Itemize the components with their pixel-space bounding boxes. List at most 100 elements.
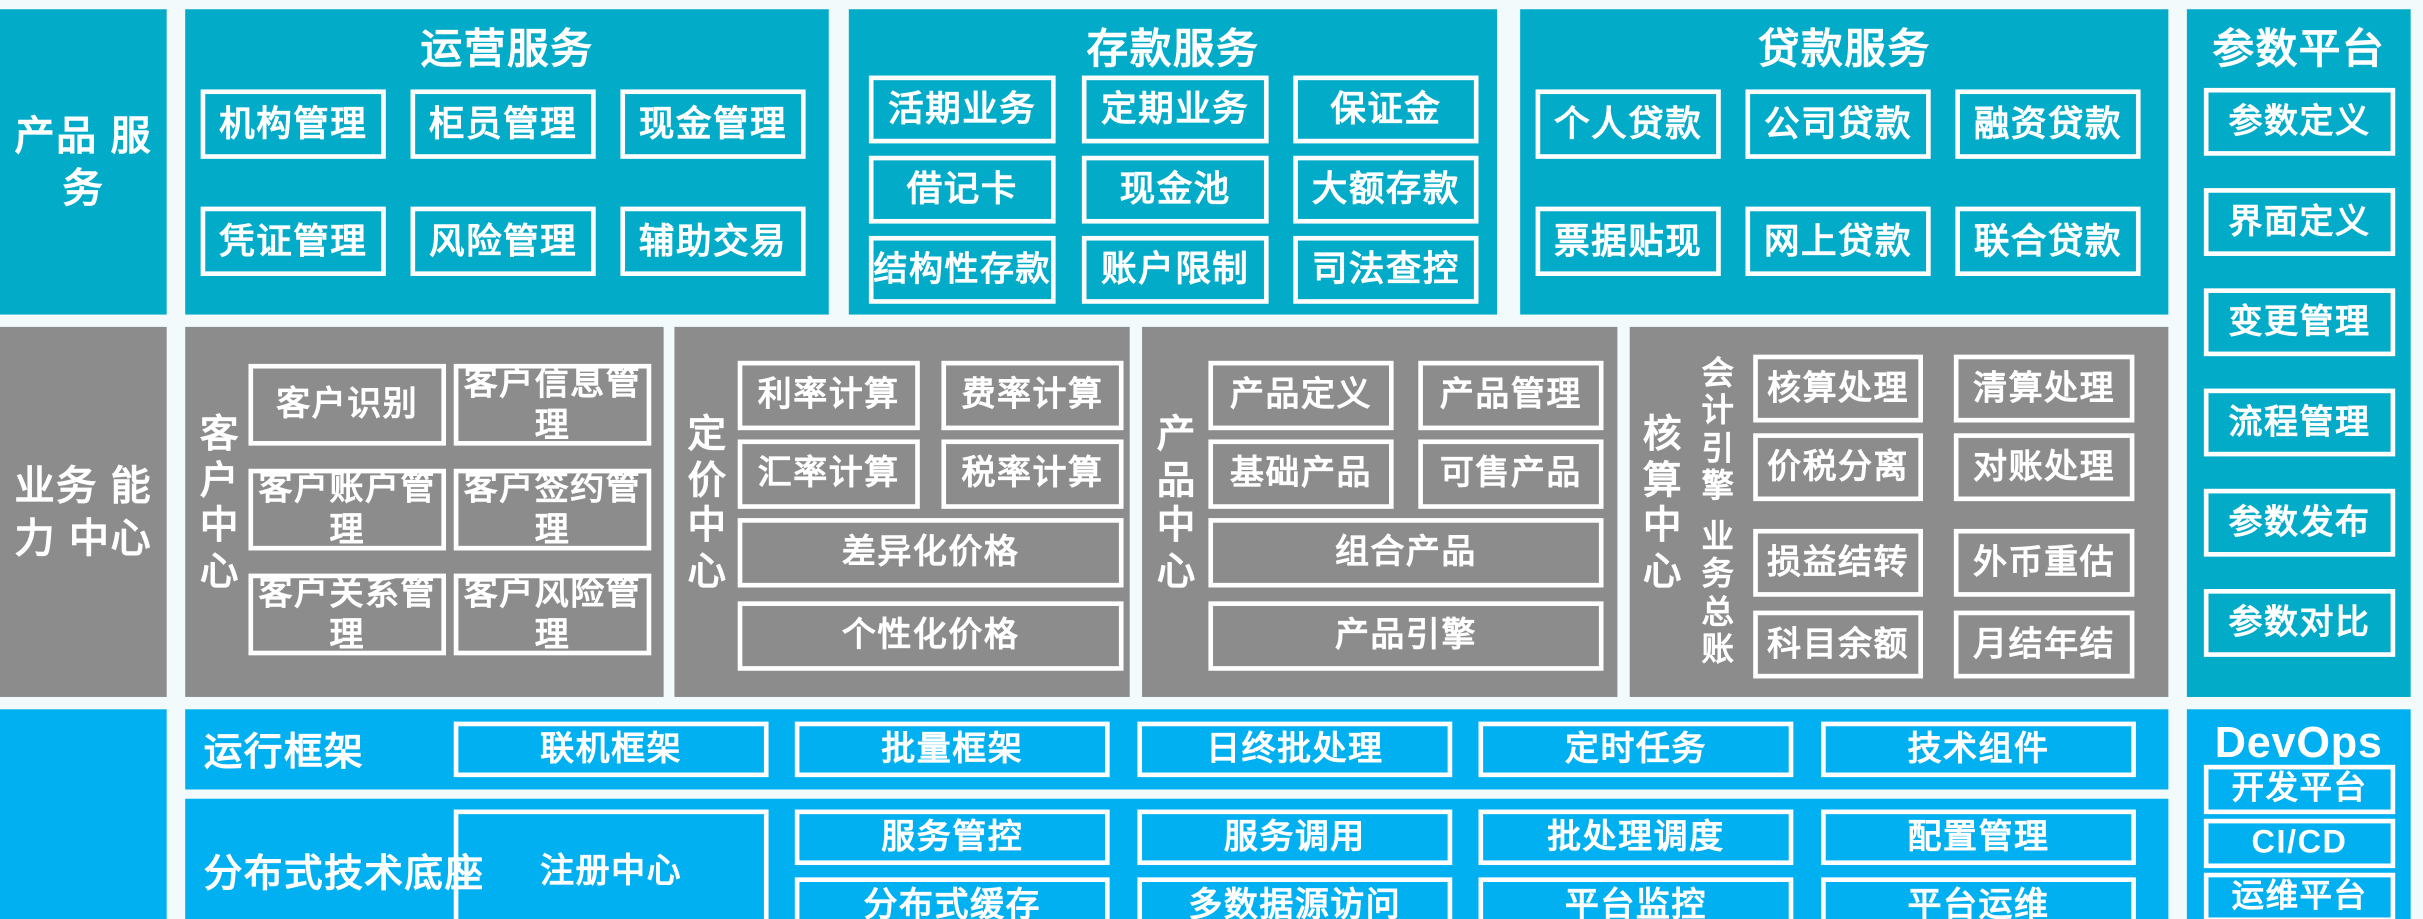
- module-box[interactable]: 客户风险管理: [453, 573, 652, 656]
- module-box[interactable]: 组合产品: [1208, 518, 1604, 588]
- vlabel-char: 中: [687, 504, 727, 548]
- module-box[interactable]: 参数对比: [2203, 589, 2396, 657]
- module-box[interactable]: 票据贴现: [1535, 206, 1721, 277]
- layer-stub-business-capability: 业务 能力 中心: [0, 326, 167, 697]
- module-box[interactable]: 变更管理: [2203, 288, 2396, 357]
- module-box[interactable]: 流程管理: [2203, 388, 2396, 457]
- module-box[interactable]: 定时任务: [1478, 721, 1794, 778]
- group-title-parameter-platform: 参数平台: [2212, 26, 2386, 73]
- module-box[interactable]: 风险管理: [410, 206, 596, 277]
- module-box[interactable]: 基础产品: [1208, 439, 1394, 509]
- module-box[interactable]: 运维平台: [2203, 872, 2396, 919]
- module-box[interactable]: 客户账户管理: [248, 468, 447, 551]
- group-panel-devops: DevOps: [2186, 709, 2411, 919]
- group-panel-customer-center: [185, 326, 664, 697]
- module-box[interactable]: 清算处理: [1953, 354, 2135, 423]
- module-box[interactable]: 保证金: [1293, 75, 1479, 144]
- vlabel-char: 会: [1701, 356, 1734, 392]
- module-box[interactable]: 科目余额: [1753, 610, 1923, 679]
- module-box[interactable]: 参数定义: [2203, 87, 2396, 156]
- module-box[interactable]: 分布式缓存: [794, 877, 1110, 919]
- module-box[interactable]: 利率计算: [737, 360, 920, 431]
- stub-line-3: 中心: [68, 515, 153, 562]
- module-box[interactable]: 现金管理: [620, 89, 806, 159]
- module-box[interactable]: 柜员管理: [410, 89, 596, 159]
- layer-stub-label-product-services: 产品 服务: [0, 109, 167, 215]
- module-box[interactable]: 汇率计算: [737, 439, 920, 509]
- module-box[interactable]: 对账处理: [1953, 433, 2135, 502]
- group-title-deposit-services: 存款服务: [1086, 26, 1260, 73]
- module-box[interactable]: 结构性存款: [868, 235, 1056, 304]
- tech-row-label-runtime-framework: 运行框架: [203, 730, 365, 775]
- module-box[interactable]: 网上贷款: [1745, 206, 1931, 277]
- module-box[interactable]: 公司贷款: [1745, 89, 1931, 159]
- vlabel-char: 户: [199, 458, 239, 502]
- group-vlabel-accounting-center: 核 算 中 心: [1639, 413, 1685, 595]
- module-box[interactable]: 费率计算: [941, 360, 1124, 431]
- module-box[interactable]: 定期业务: [1081, 75, 1269, 144]
- module-box[interactable]: 客户信息管理: [453, 363, 652, 446]
- module-box[interactable]: 大额存款: [1293, 155, 1479, 224]
- module-box[interactable]: 平台监控: [1478, 877, 1794, 919]
- module-box[interactable]: 服务调用: [1137, 809, 1453, 866]
- group-vlabel-pricing-center: 定 价 中 心: [684, 413, 730, 595]
- module-box[interactable]: 税率计算: [941, 439, 1124, 509]
- module-box[interactable]: 平台运维: [1821, 877, 2136, 919]
- module-box[interactable]: 融资贷款: [1955, 89, 2141, 159]
- tech-row-panel-distributed-base: [185, 798, 2169, 919]
- module-box[interactable]: 损益结转: [1753, 528, 1923, 597]
- module-box[interactable]: 产品定义: [1208, 360, 1394, 431]
- module-box[interactable]: 司法查控: [1293, 235, 1479, 304]
- module-box[interactable]: 活期业务: [868, 75, 1056, 144]
- vlabel-char: 心: [687, 549, 727, 593]
- module-box[interactable]: 日终批处理: [1137, 721, 1453, 778]
- module-box[interactable]: 现金池: [1081, 155, 1269, 224]
- module-box[interactable]: 借记卡: [868, 155, 1056, 224]
- module-box[interactable]: 多数据源访问: [1137, 877, 1453, 919]
- layer-stub-product-services: 产品 服务: [0, 9, 167, 315]
- module-box[interactable]: 凭证管理: [200, 206, 386, 277]
- module-box[interactable]: 客户签约管理: [453, 468, 652, 551]
- module-box[interactable]: CI/CD: [2203, 818, 2396, 869]
- module-box[interactable]: 差异化价格: [737, 518, 1124, 588]
- vlabel-char: 核: [1642, 413, 1682, 457]
- module-box[interactable]: 外币重估: [1953, 528, 2135, 597]
- group-title-operations-services: 运营服务: [420, 26, 594, 73]
- module-box[interactable]: 个性化价格: [737, 601, 1124, 671]
- module-box[interactable]: 产品引擎: [1208, 601, 1604, 671]
- module-box[interactable]: 联机框架: [453, 721, 769, 778]
- module-box[interactable]: 联合贷款: [1955, 206, 2141, 277]
- module-box[interactable]: 注册中心: [453, 809, 769, 919]
- module-box[interactable]: 配置管理: [1821, 809, 2136, 866]
- tech-row-label-distributed-base: 分布式技术底座: [203, 852, 485, 896]
- module-box[interactable]: 服务管控: [794, 809, 1110, 866]
- module-box[interactable]: 月结年结: [1953, 610, 2135, 679]
- module-box[interactable]: 账户限制: [1081, 235, 1269, 304]
- module-box[interactable]: 参数发布: [2203, 488, 2396, 557]
- module-box[interactable]: 技术组件: [1821, 721, 2136, 778]
- vlabel-char: 定: [687, 413, 727, 457]
- module-box[interactable]: 批处理调度: [1478, 809, 1794, 866]
- module-box[interactable]: 客户识别: [248, 363, 447, 446]
- group-panel-accounting-center: [1629, 326, 2169, 697]
- module-box[interactable]: 开发平台: [2203, 764, 2396, 815]
- module-box[interactable]: 机构管理: [200, 89, 386, 159]
- module-box[interactable]: 界面定义: [2203, 188, 2396, 256]
- group-panel-loan-services: 贷款服务: [1520, 9, 2169, 315]
- vlabel-char: 账: [1701, 632, 1734, 668]
- module-box[interactable]: 客户关系管理: [248, 573, 447, 656]
- module-box[interactable]: 产品管理: [1418, 360, 1604, 431]
- module-box[interactable]: 可售产品: [1418, 439, 1604, 509]
- vlabel-char: 心: [1642, 549, 1682, 593]
- module-box[interactable]: 核算处理: [1753, 354, 1923, 423]
- stub-line-2: 能力: [14, 462, 153, 562]
- module-box[interactable]: 批量框架: [794, 721, 1110, 778]
- vlabel-char: 擎: [1701, 468, 1734, 505]
- module-box[interactable]: 辅助交易: [620, 206, 806, 277]
- vlabel-char: 计: [1701, 393, 1734, 430]
- module-box[interactable]: 价税分离: [1753, 433, 1923, 502]
- group-panel-pricing-center: [674, 326, 1130, 697]
- group-panel-operations-services: 运营服务: [185, 9, 829, 315]
- module-box[interactable]: 个人贷款: [1535, 89, 1721, 159]
